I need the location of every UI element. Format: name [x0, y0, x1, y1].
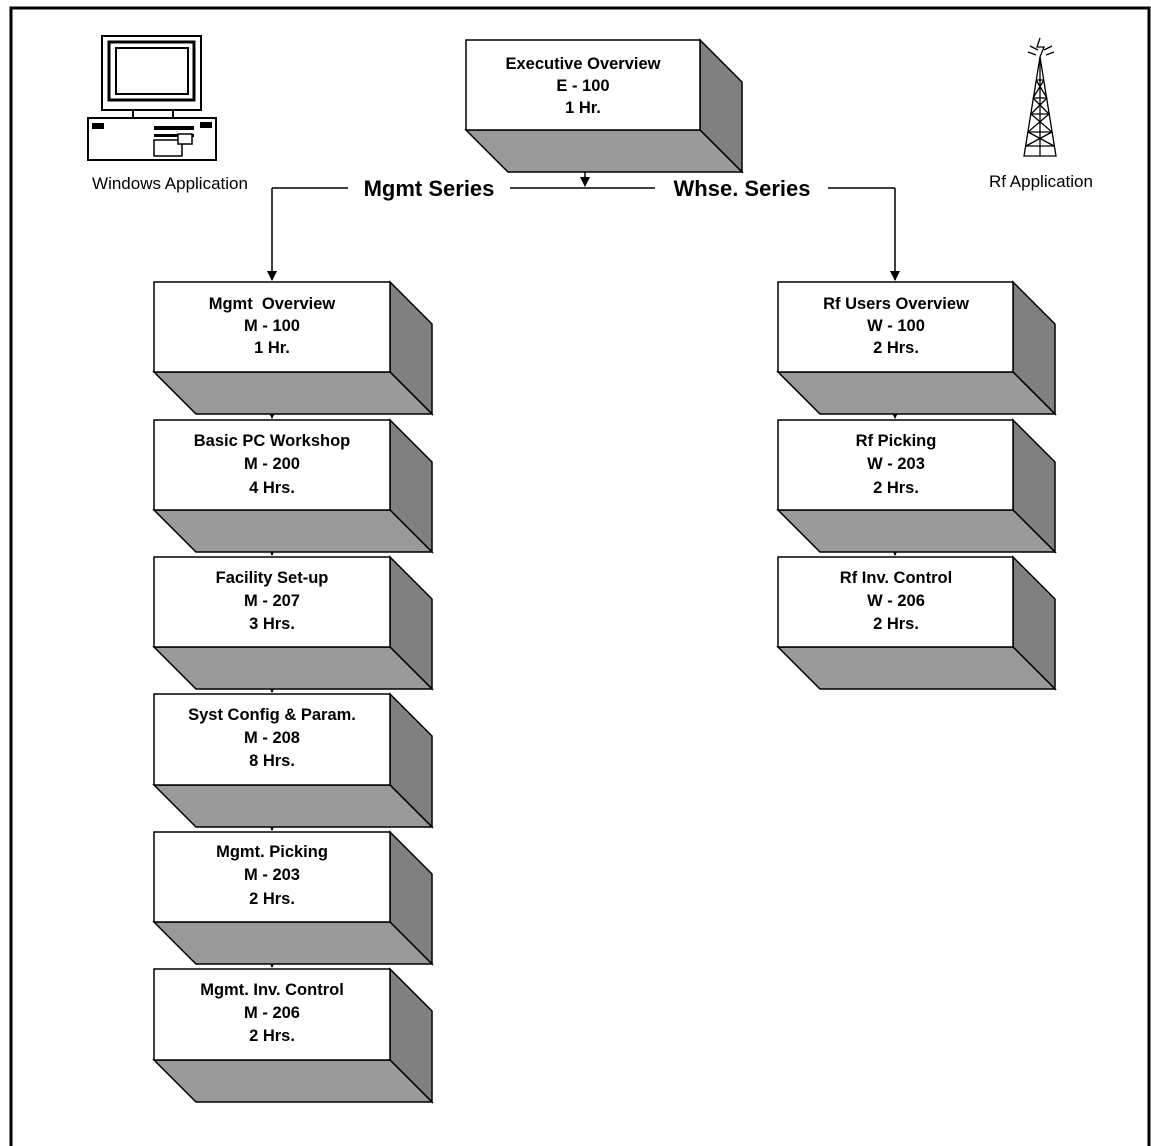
course-code: M - 206 [244, 1004, 300, 1022]
course-code: M - 207 [244, 592, 300, 610]
course-code: W - 203 [867, 455, 925, 473]
course-title: Syst Config & Param. [188, 706, 356, 724]
course-box-m203[interactable]: Mgmt. Picking M - 203 2 Hrs. [152, 830, 434, 966]
course-box-m200[interactable]: Basic PC Workshop M - 200 4 Hrs. [152, 418, 434, 554]
computer-icon [87, 35, 217, 161]
course-duration: 1 Hr. [565, 99, 601, 117]
course-duration: 2 Hrs. [873, 339, 919, 357]
course-box-w206[interactable]: Rf Inv. Control W - 206 2 Hrs. [776, 555, 1057, 691]
course-code: M - 208 [244, 729, 300, 747]
course-title: Rf Picking [856, 432, 937, 450]
course-title: Basic PC Workshop [194, 432, 350, 450]
course-title: Mgmt. Inv. Control [200, 981, 344, 999]
mgmt-series-label: Mgmt Series [364, 176, 495, 201]
course-title: Facility Set-up [216, 569, 329, 587]
course-duration: 2 Hrs. [249, 890, 295, 908]
course-box-m208[interactable]: Syst Config & Param. M - 208 8 Hrs. [152, 692, 434, 829]
course-box-m100[interactable]: Mgmt Overview M - 100 1 Hr. [152, 280, 434, 416]
course-code: W - 206 [867, 592, 925, 610]
course-duration: 2 Hrs. [873, 479, 919, 497]
diagram-frame [9, 6, 1151, 1146]
course-box-executive-overview[interactable]: Executive Overview E - 100 1 Hr. [464, 38, 744, 174]
course-duration: 8 Hrs. [249, 752, 295, 770]
course-box-w100[interactable]: Rf Users Overview W - 100 2 Hrs. [776, 280, 1057, 416]
course-duration: 2 Hrs. [249, 1027, 295, 1045]
course-title: Executive Overview [505, 55, 660, 73]
course-duration: 1 Hr. [254, 339, 290, 357]
windows-application-label: Windows Application [92, 174, 248, 193]
course-duration: 4 Hrs. [249, 479, 295, 497]
course-box-m207[interactable]: Facility Set-up M - 207 3 Hrs. [152, 555, 434, 691]
course-code: M - 203 [244, 866, 300, 884]
course-title: Rf Inv. Control [840, 569, 952, 587]
course-code: E - 100 [556, 77, 609, 95]
course-title: Rf Users Overview [823, 295, 969, 313]
radio-tower-icon [1023, 37, 1057, 157]
course-code: M - 200 [244, 455, 300, 473]
course-code: W - 100 [867, 317, 925, 335]
course-duration: 2 Hrs. [873, 615, 919, 633]
course-title: Mgmt Overview [209, 295, 336, 313]
rf-application-label: Rf Application [989, 172, 1093, 191]
course-duration: 3 Hrs. [249, 615, 295, 633]
course-title: Mgmt. Picking [216, 843, 328, 861]
course-code: M - 100 [244, 317, 300, 335]
course-box-m206[interactable]: Mgmt. Inv. Control M - 206 2 Hrs. [152, 967, 434, 1104]
course-box-w203[interactable]: Rf Picking W - 203 2 Hrs. [776, 418, 1057, 554]
whse-series-label: Whse. Series [674, 176, 811, 201]
